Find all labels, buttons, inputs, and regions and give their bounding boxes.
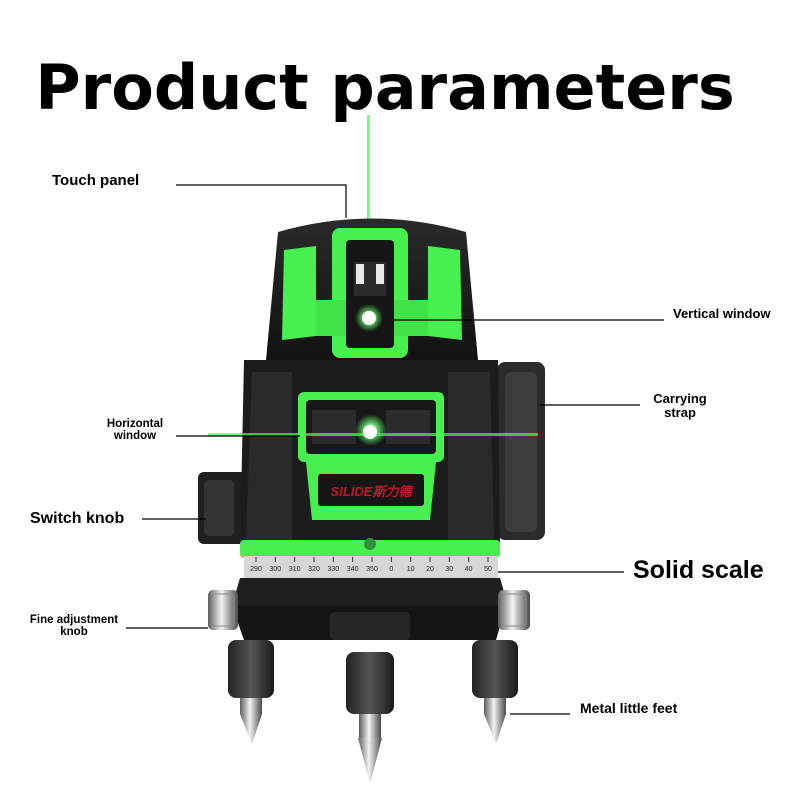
label-carrying-strap: Carrying strap — [653, 391, 707, 420]
scale-tick-label: 330 — [327, 566, 339, 573]
scale-tick-label: 30 — [445, 566, 453, 573]
switch-knob — [198, 472, 248, 544]
label-solid-scale: Solid scale — [633, 556, 764, 584]
label-fine-adjustment-knob: Fine adjustment knob — [29, 614, 119, 639]
brand-logo: SILIDE斯力德 — [331, 484, 415, 499]
fine-adjustment-knob-left — [208, 590, 238, 630]
carrying-strap — [497, 362, 545, 540]
leg-right — [472, 640, 518, 744]
scale-tick-label: 310 — [289, 566, 301, 573]
scale-ticks: 290 300 310 320 330 340 350 0 10 20 30 40 50 — [250, 557, 492, 573]
scale-tick-label: 350 — [366, 566, 378, 573]
scale-tick-label: 290 — [250, 566, 262, 573]
scale-tick-label: 10 — [407, 566, 415, 573]
scale-tick-label: 40 — [465, 566, 473, 573]
upper-head — [266, 218, 478, 360]
scale-tick-label: 20 — [426, 566, 434, 573]
scale-tick-label: 0 — [389, 566, 393, 573]
tripod-base — [230, 578, 510, 640]
leader-lines — [126, 184, 664, 715]
solid-scale-ring: 290 300 310 320 330 340 350 0 10 20 30 40 50 — [240, 538, 500, 578]
label-metal-little-feet: Metal little feet — [580, 700, 678, 716]
scale-tick-label: 340 — [347, 566, 359, 573]
page-title: Product parameters — [35, 51, 735, 124]
leader-touch-panel — [176, 184, 347, 218]
label-vertical-window: Vertical window — [673, 306, 771, 321]
leg-left — [228, 640, 274, 744]
scale-tick-label: 300 — [269, 566, 281, 573]
label-switch-knob: Switch knob — [30, 510, 125, 527]
label-horizontal-window: Horizontal window — [106, 418, 164, 443]
leg-center — [346, 652, 394, 784]
scale-tick-label: 320 — [308, 566, 320, 573]
label-touch-panel: Touch panel — [52, 172, 140, 189]
main-body — [240, 360, 500, 548]
scale-tick-label: 50 — [484, 566, 492, 573]
fine-adjustment-knob-right — [498, 590, 530, 630]
